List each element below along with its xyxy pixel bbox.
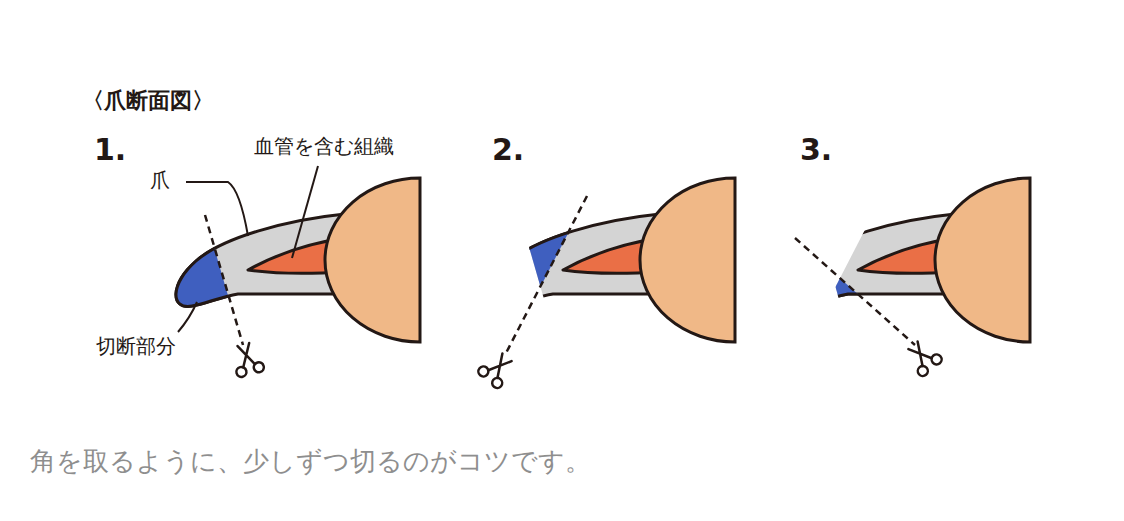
part-label: 爪: [150, 168, 170, 192]
diagram-caption: 角を取るように、少しずつ切るのがコツです。: [30, 446, 591, 477]
diagram-title: 〈爪断面図〉: [82, 88, 214, 114]
panel-three: [786, 178, 1030, 378]
part-label: 血管を含む組織: [254, 134, 394, 158]
panel-number: 3.: [800, 132, 832, 168]
panel-two: [476, 178, 735, 390]
part-label: 切断部分: [96, 334, 176, 358]
panel-one: [176, 166, 420, 378]
panel-number: 1.: [94, 132, 126, 168]
panel-number: 2.: [492, 132, 524, 168]
